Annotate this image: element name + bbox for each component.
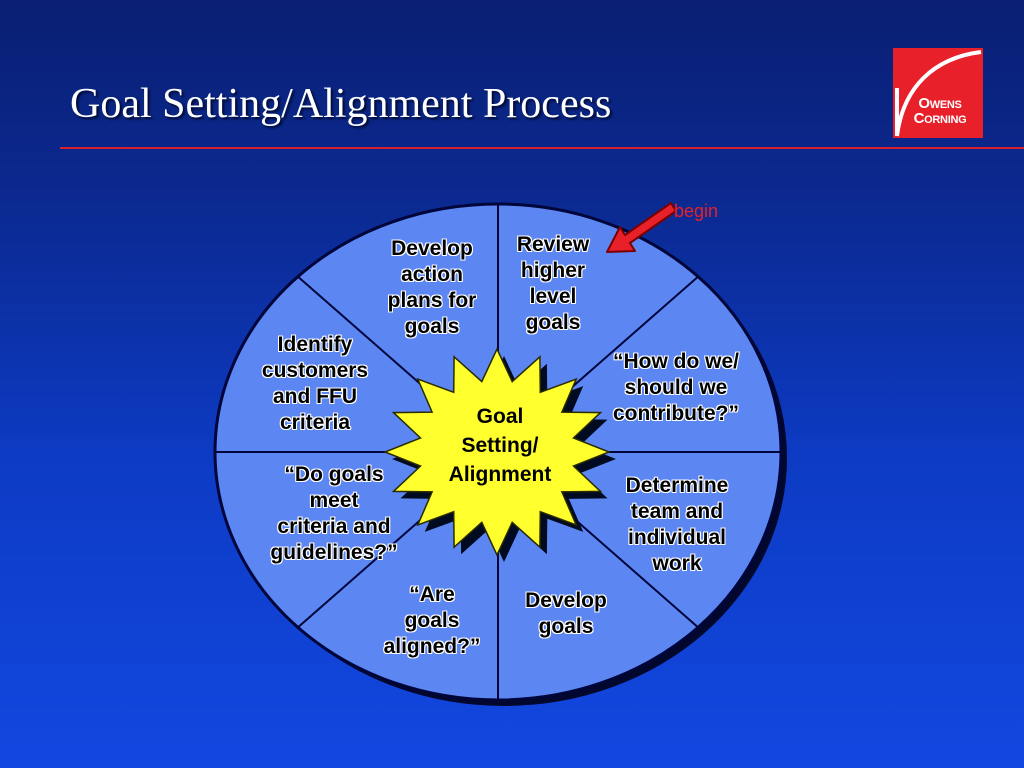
step-label-line: goals bbox=[404, 609, 460, 632]
center-label: Goal Setting/ Alignment bbox=[425, 402, 575, 489]
step-label-line: contribute?” bbox=[613, 402, 739, 425]
logo-arc-icon bbox=[895, 50, 982, 137]
step-label-line: and FFU bbox=[273, 385, 357, 408]
step-determine-team-and-individual-work: Determine team and individual work bbox=[602, 473, 752, 577]
step-label-line: action bbox=[401, 263, 463, 286]
step-label-line: Review bbox=[516, 233, 590, 256]
logo-text-corning: Corning bbox=[913, 110, 967, 127]
step-develop-goals: Develop goals bbox=[491, 588, 641, 640]
step-label-line: “Do goals bbox=[284, 463, 384, 486]
step-label-line: criteria and bbox=[277, 515, 391, 538]
step-label-line: “How do we/ bbox=[613, 350, 739, 373]
step-identify-customers: Identify customers and FFU criteria bbox=[240, 332, 390, 436]
begin-label: begin bbox=[674, 201, 719, 221]
step-label-line: Develop bbox=[391, 237, 473, 260]
owens-corning-logo: Owens Corning bbox=[893, 48, 983, 138]
step-label-line: meet bbox=[309, 489, 359, 512]
step-how-do-we-contribute: “How do we/ should we contribute?” bbox=[591, 349, 761, 427]
step-label-line: goals bbox=[538, 615, 594, 638]
center-label-line: Alignment bbox=[448, 463, 552, 486]
step-label-line: customers bbox=[261, 359, 369, 382]
step-label-line: Develop bbox=[525, 589, 607, 612]
step-label-line: “Are bbox=[409, 583, 455, 606]
step-label-line: plans for bbox=[387, 289, 477, 312]
step-develop-action-plans: Develop action plans for goals bbox=[357, 236, 507, 340]
step-label-line: higher bbox=[520, 259, 586, 282]
step-do-goals-meet-criteria: “Do goals meet criteria and guidelines?” bbox=[249, 462, 419, 566]
step-label-line: level bbox=[529, 285, 577, 308]
step-label-line: aligned?” bbox=[383, 635, 481, 658]
center-label-line: Setting/ bbox=[461, 434, 539, 457]
step-label-line: Identify bbox=[277, 333, 353, 356]
begin-arrow-icon bbox=[606, 202, 677, 253]
step-label-line: goals bbox=[404, 315, 460, 338]
step-label-line: work bbox=[652, 552, 702, 575]
step-are-goals-aligned: “Are goals aligned?” bbox=[357, 582, 507, 660]
step-label-line: guidelines?” bbox=[270, 541, 398, 564]
step-label-line: criteria bbox=[279, 411, 351, 434]
step-label-line: team and bbox=[630, 500, 724, 523]
step-label-line: goals bbox=[525, 311, 581, 334]
slide-title: Goal Setting/Alignment Process bbox=[70, 81, 612, 127]
title-divider bbox=[60, 147, 1024, 149]
center-label-line: Goal bbox=[476, 405, 524, 428]
step-review-higher-level-goals: Review higher level goals bbox=[478, 232, 628, 336]
starburst-icon bbox=[382, 347, 612, 557]
step-label-line: individual bbox=[627, 526, 726, 549]
step-label-line: Determine bbox=[625, 474, 729, 497]
step-label-line: should we bbox=[624, 376, 728, 399]
logo-text-owens: Owens bbox=[918, 95, 962, 112]
